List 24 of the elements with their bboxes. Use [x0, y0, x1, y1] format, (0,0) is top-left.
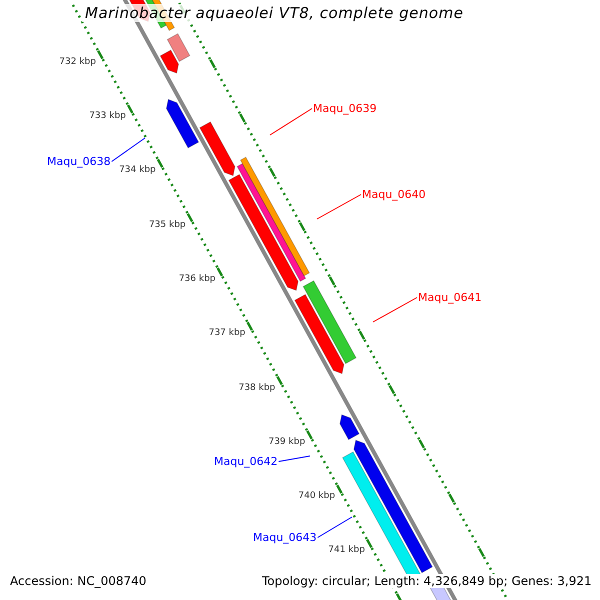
leader-line [111, 138, 146, 162]
leader-line [317, 516, 352, 538]
scale-label: 736 kbp [178, 274, 216, 284]
gene-label: Maqu_0641 [418, 291, 482, 304]
leader-line [372, 297, 418, 322]
gene-label: Maqu_0643 [253, 531, 317, 544]
scale-label: 740 kbp [298, 491, 336, 502]
scale-label: 737 kbp [208, 328, 246, 338]
scale-label: 741 kbp [328, 545, 365, 556]
gene-label: Maqu_0642 [214, 455, 278, 468]
scale-label: 732 kbp [59, 56, 96, 67]
leader-line [278, 456, 310, 462]
leader-line [270, 108, 312, 136]
genome-info-text: Topology: circular; Length: 4,326,849 bp; Genes: 3,921 [260, 574, 594, 588]
accession-text: Accession: NC_008740 [8, 574, 148, 588]
gene-label: Maqu_0638 [47, 155, 111, 168]
leader-line [316, 194, 362, 220]
scale-label: 735 kbp [148, 220, 186, 230]
gene-label: Maqu_0639 [313, 102, 377, 115]
scale-label: 739 kbp [268, 436, 306, 447]
scale-label: 733 kbp [89, 110, 126, 121]
scale-label: 738 kbp [238, 382, 276, 393]
scale-label: 734 kbp [119, 165, 156, 176]
gene-label: Maqu_0640 [362, 188, 426, 201]
